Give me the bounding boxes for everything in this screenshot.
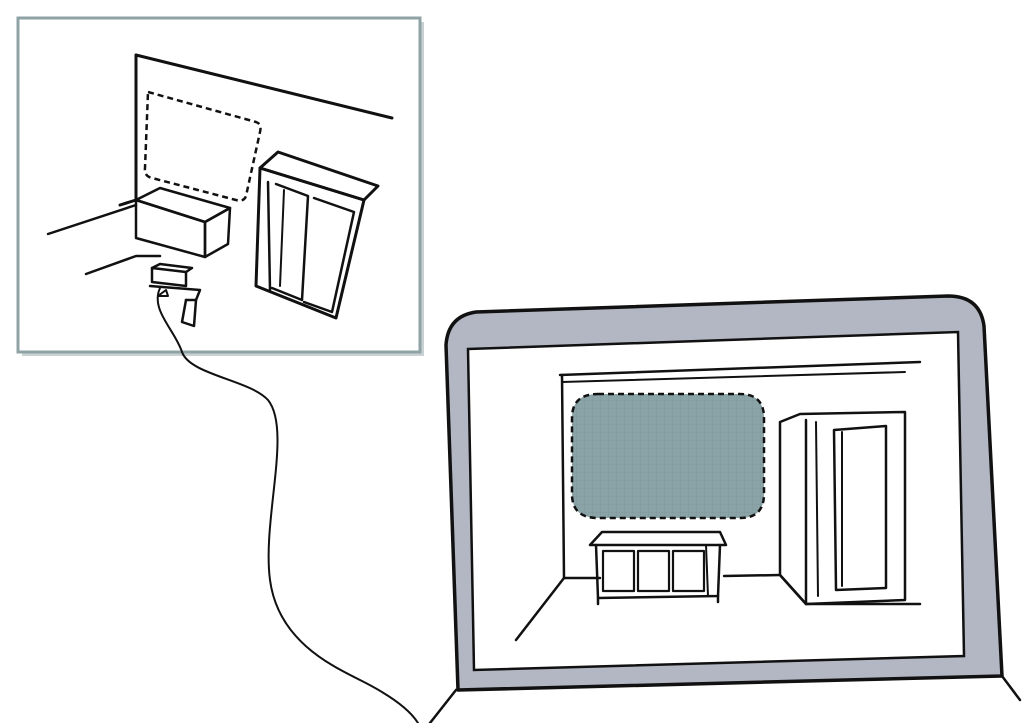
projector (148, 262, 202, 328)
floor-line-front (84, 254, 162, 276)
room-with-projector-icon (16, 16, 424, 356)
low-cabinet (134, 186, 232, 259)
back-wall (118, 53, 394, 207)
laptop-base (428, 688, 458, 723)
screen-room (514, 360, 922, 642)
laptop-base-right (1000, 674, 1022, 702)
laptop-icon (428, 294, 1022, 723)
wardrobe (254, 150, 380, 320)
projected-image (570, 392, 766, 520)
inset-frame (16, 16, 422, 354)
cable-icon (156, 287, 419, 723)
screen-sideboard (588, 530, 728, 606)
floor-line (46, 203, 138, 236)
projection-zone-outline (143, 90, 262, 202)
screen-wardrobe (778, 410, 907, 606)
